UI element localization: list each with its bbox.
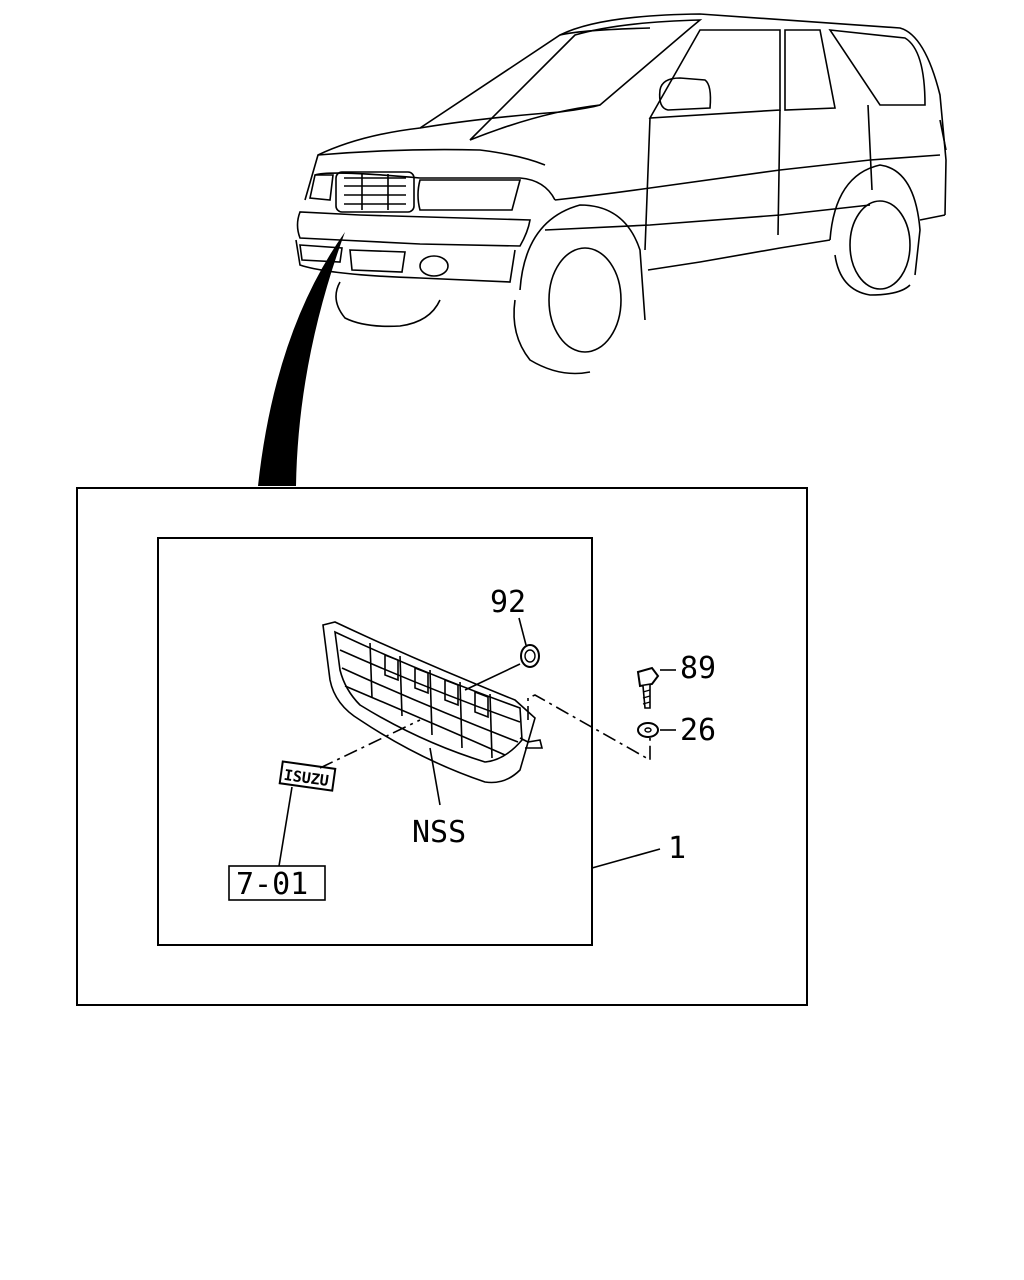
leader-92 [518, 617, 527, 646]
inner-frame [157, 537, 593, 946]
label-assembly-1: 1 [668, 831, 686, 866]
label-nss: NSS [412, 815, 466, 850]
callout-pointer [258, 232, 345, 486]
leader-nss [429, 747, 441, 806]
outer-frame [76, 487, 808, 1006]
grille-part [322, 621, 544, 784]
bolt-89 [636, 666, 660, 709]
label-92: 92 [490, 585, 526, 620]
bracket-ref-box [228, 865, 326, 901]
leader-7-01 [278, 786, 293, 867]
leader-1 [591, 848, 661, 869]
assembly-line-bolt [527, 694, 651, 762]
label-89: 89 [680, 651, 716, 686]
label-7-01: 7-01 [236, 867, 308, 902]
vehicle-illustration [258, 13, 947, 486]
label-26: 26 [680, 713, 716, 748]
washer-26 [637, 722, 659, 738]
isuzu-emblem: ISUZU [278, 760, 337, 792]
assembly-line-emblem [319, 719, 421, 769]
leader-92-grille [464, 663, 521, 691]
grommet-92 [520, 644, 540, 668]
